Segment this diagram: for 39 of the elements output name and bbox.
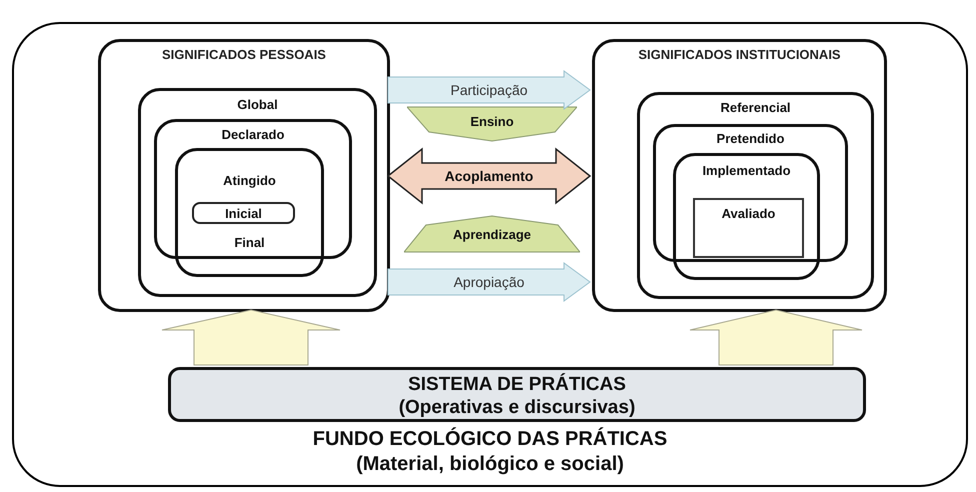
nested-box [673,153,820,280]
nested-box [653,124,848,262]
block-arrow [162,309,340,366]
box-label: Ensino [469,114,515,130]
box-label: SIGNIFICADOS PESSOAIS [161,47,327,64]
box-label: Referencial [719,100,792,116]
edge-label: Participação [450,83,528,97]
nested-box [637,92,874,299]
box-label: Final [233,235,266,252]
box-label: Aprendizage [452,227,532,244]
box-label: Pretendido [716,131,786,148]
nested-box [154,119,352,259]
box-label: SISTEMA DE PRÁTICAS [407,373,627,397]
system-panel [168,367,866,422]
chevron-shape [407,104,577,142]
meanings-box [98,39,390,312]
block-arrow [388,70,591,110]
meanings-box [592,39,887,312]
subtitle: (Material, biológico e social) [355,452,625,477]
background-frame [12,22,968,487]
subtitle: (Operativas e discursivas) [398,396,636,420]
nested-box [693,198,804,258]
block-arrow [690,309,862,366]
box-label: Inicial [224,206,263,222]
edge-label: Apropiação [454,275,524,289]
nested-box [175,148,324,277]
nested-box [192,202,295,224]
edge-label: Acoplamento [444,169,534,183]
box-label: SIGNIFICADOS INSTITUCIONAIS [637,47,842,64]
chevron-shape [404,215,580,255]
box-label: Avaliado [720,206,776,222]
box-label: FUNDO ECOLÓGICO DAS PRÁTICAS [312,427,668,452]
box-label: Atingido [222,173,277,190]
box-label: Declarado [220,127,286,144]
nested-box [138,88,377,297]
box-label: Implementado [701,163,792,180]
block-arrow [386,147,592,205]
box-label: Global [236,97,279,114]
block-arrow [388,262,591,302]
